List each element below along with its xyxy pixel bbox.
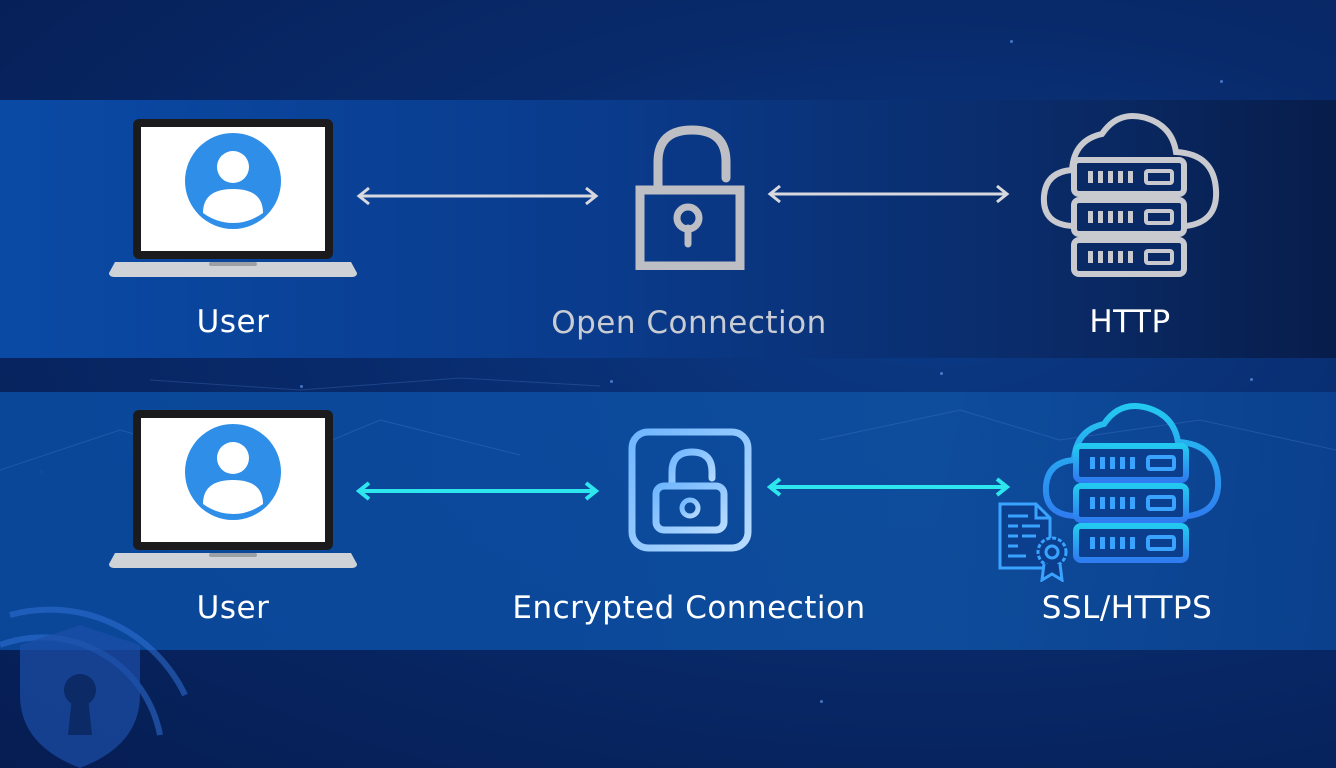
- open-connection-label: Open Connection: [551, 305, 827, 341]
- ssl-https-label: SSL/HTTPS: [1041, 590, 1213, 626]
- bg-star: [940, 372, 943, 375]
- bg-star: [1010, 40, 1013, 43]
- user-label: User: [196, 590, 270, 626]
- http-label: HTTP: [1089, 304, 1171, 340]
- bg-star: [300, 385, 303, 388]
- bidirectional-arrow-icon: [766, 477, 1011, 497]
- laptop-icon: [109, 410, 357, 568]
- bg-star: [820, 700, 823, 703]
- encrypted-connection-label: Encrypted Connection: [512, 590, 866, 626]
- bidirectional-arrow-icon: [355, 481, 600, 501]
- laptop-icon: [109, 119, 357, 277]
- bidirectional-arrow-icon: [767, 184, 1010, 204]
- cloud-server-icon: [1040, 113, 1220, 277]
- bg-star: [610, 380, 613, 383]
- cloud-server-icon: [1042, 403, 1222, 563]
- bg-star: [1220, 80, 1223, 83]
- open-padlock-icon: [635, 125, 745, 270]
- bg-star: [1250, 378, 1253, 381]
- certificate-icon: [998, 502, 1068, 582]
- bidirectional-arrow-icon: [356, 186, 599, 206]
- shield-keyhole-icon: [0, 606, 188, 768]
- secure-padlock-icon: [628, 428, 752, 552]
- user-label: User: [196, 304, 270, 340]
